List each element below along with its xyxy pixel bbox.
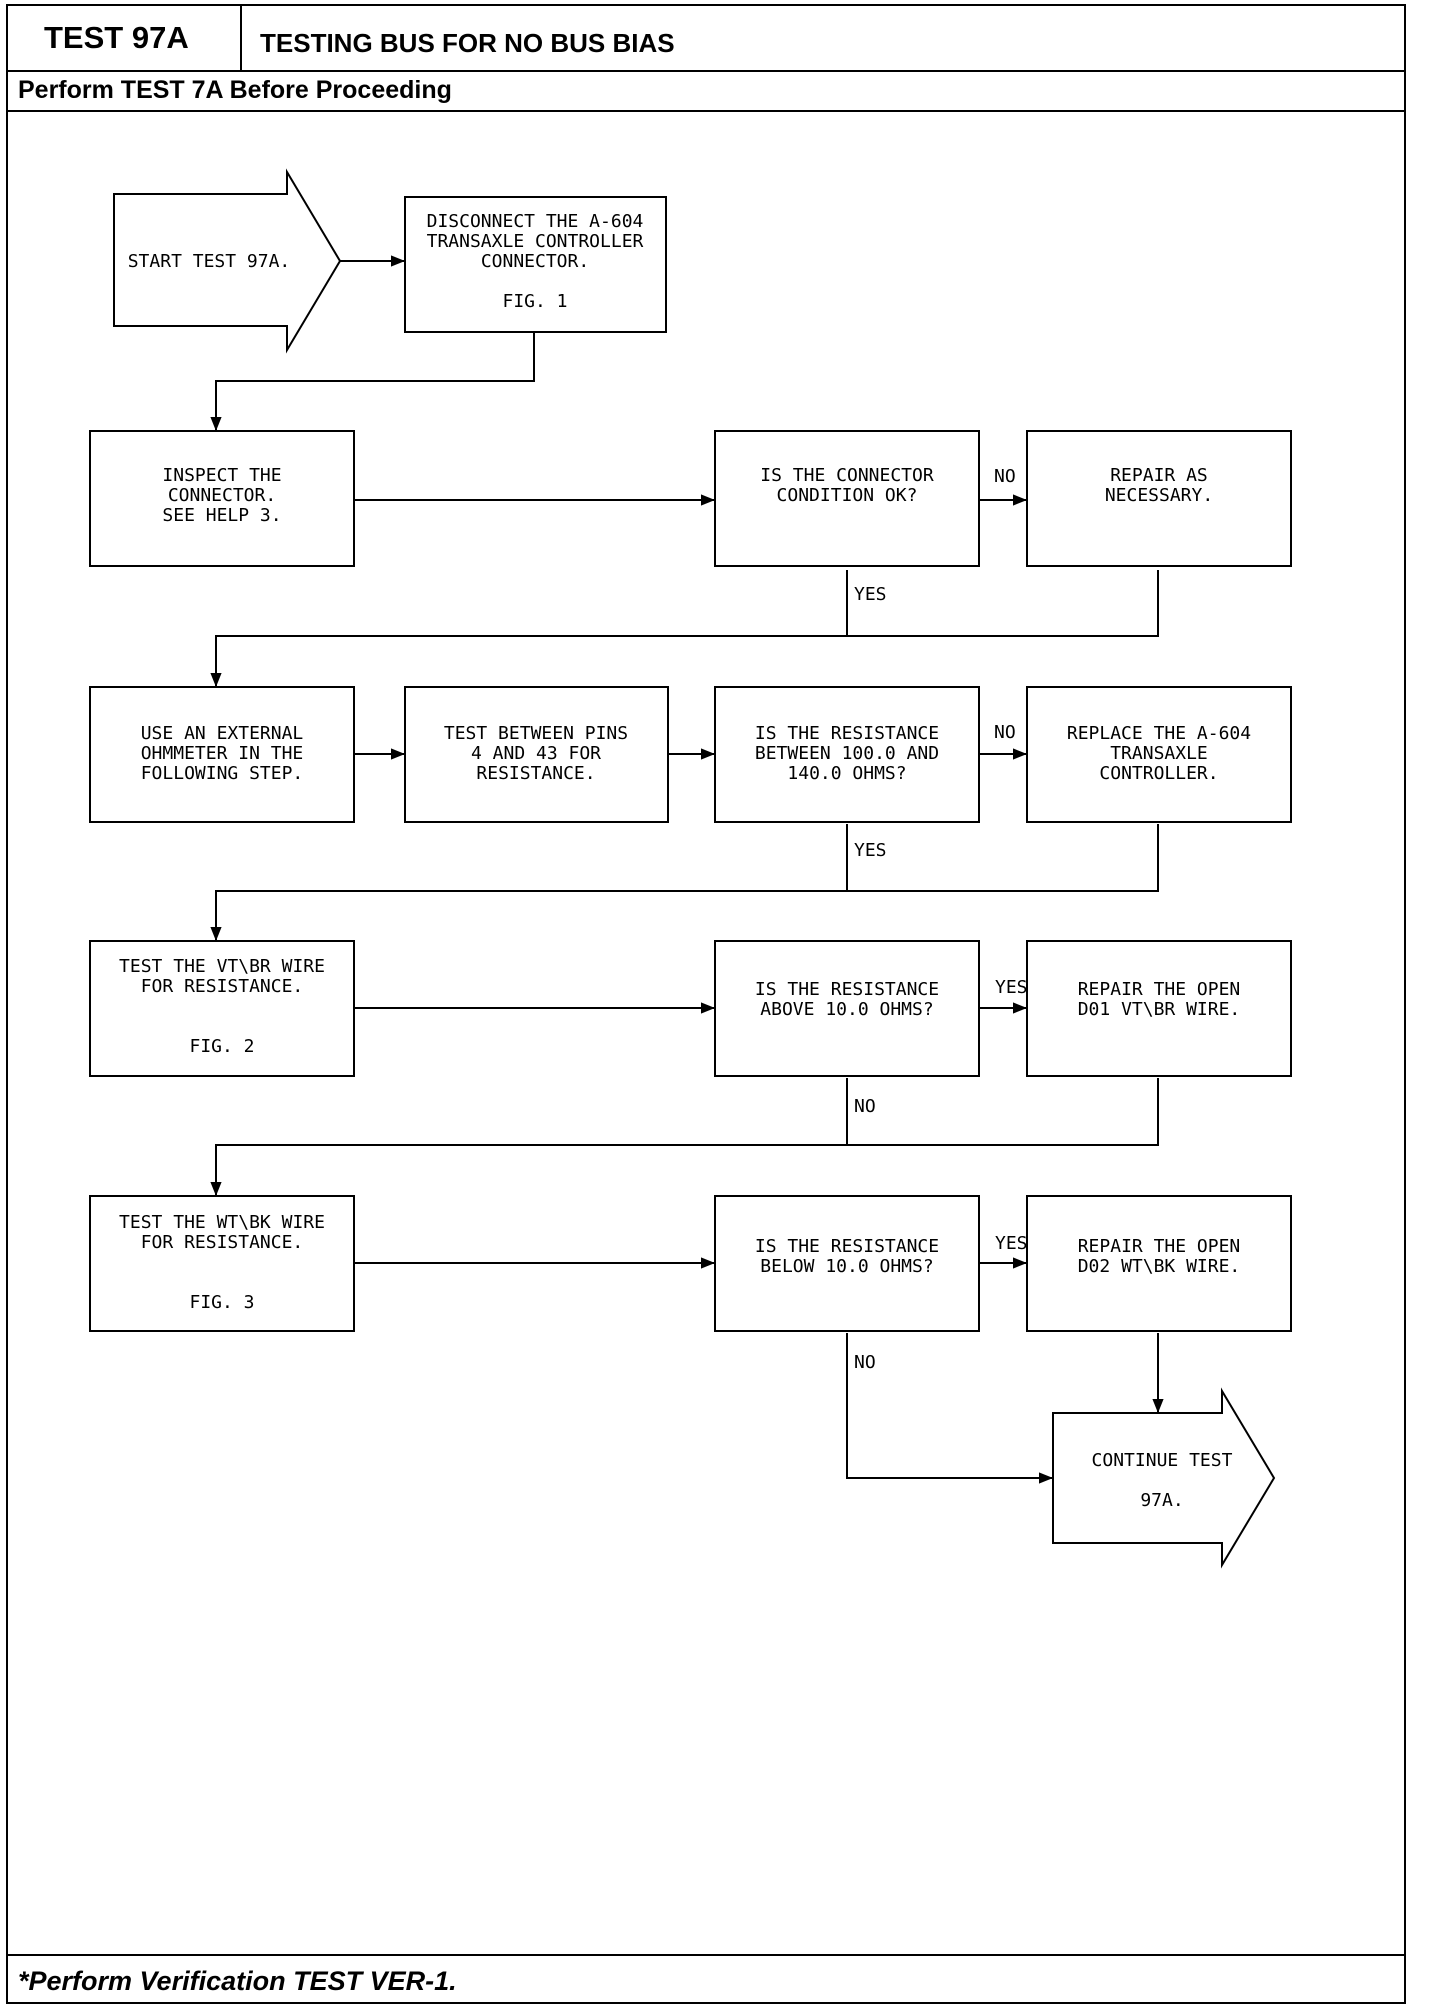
continue-arrow-shape xyxy=(1052,1387,1276,1569)
repair-d02-box xyxy=(1026,1195,1292,1332)
inspect-box xyxy=(89,430,355,567)
prerequisite-note: Perform TEST 7A Before Proceeding xyxy=(8,70,1404,112)
test-wt-bk-box xyxy=(89,1195,355,1332)
disconnect-box xyxy=(404,196,667,333)
ohmmeter-box xyxy=(89,686,355,823)
resistance-above-box xyxy=(714,940,980,1077)
edge-below-no xyxy=(846,1333,1053,1484)
replace-controller-box xyxy=(1026,686,1292,823)
shapes xyxy=(89,168,1292,1569)
edge-replace-merge xyxy=(210,824,1159,941)
footer-note: *Perform Verification TEST VER-1. xyxy=(8,1954,1404,2002)
edge-label-yes: YES xyxy=(854,584,887,605)
resistance-below-box xyxy=(714,1195,980,1332)
document-page: TEST 97A TESTING BUS FOR NO BUS BIAS Per… xyxy=(6,4,1406,2004)
edge-label-no: NO xyxy=(994,466,1016,487)
edge-label-no: NO xyxy=(854,1352,876,1373)
resistance-range-box xyxy=(714,686,980,823)
start-label: START TEST 97A. xyxy=(128,251,291,272)
edge-label-no: NO xyxy=(994,722,1016,743)
connectors xyxy=(210,255,1164,1484)
test-pins-box xyxy=(404,686,669,823)
test-vt-br-box xyxy=(89,940,355,1077)
edge-repair-merge xyxy=(210,570,1159,687)
header: TEST 97A TESTING BUS FOR NO BUS BIAS xyxy=(8,6,1404,72)
edge-disconnect-inspect xyxy=(210,332,535,431)
edge-d01-merge xyxy=(210,1078,1159,1196)
edge-label-yes: YES xyxy=(995,977,1028,998)
edge-label-no: NO xyxy=(854,1096,876,1117)
edge-labels: NO YES NO YES YES NO YES NO xyxy=(854,466,1028,1373)
edge-label-yes: YES xyxy=(854,840,887,861)
test-title: TESTING BUS FOR NO BUS BIAS xyxy=(260,28,675,58)
repair-box xyxy=(1026,430,1292,567)
repair-d01-box xyxy=(1026,940,1292,1077)
connector-ok-box xyxy=(714,430,980,567)
start-arrow-shape xyxy=(113,168,342,354)
test-id: TEST 97A xyxy=(8,6,242,70)
edge-label-yes: YES xyxy=(995,1233,1028,1254)
